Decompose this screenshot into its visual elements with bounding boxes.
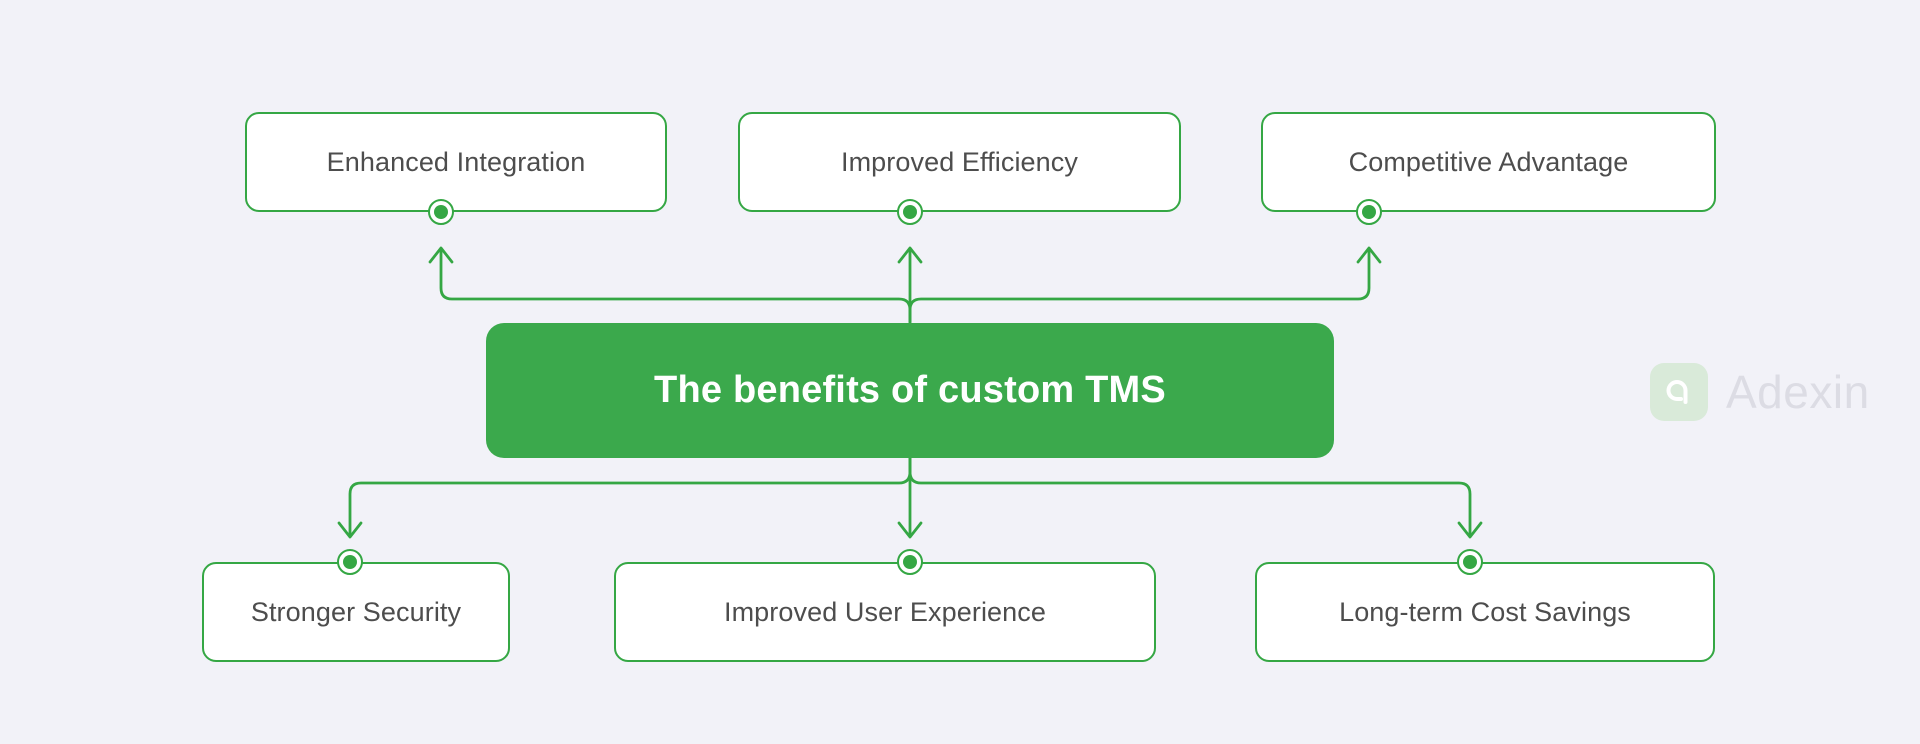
wire-hub-to-longterm-cost-savings: [908, 456, 1472, 538]
arrowhead-up-competitive-advantage: [1356, 246, 1382, 264]
node-label-improved-user-experience: Improved User Experience: [723, 596, 1047, 627]
node-label-stronger-security: Stronger Security: [250, 596, 462, 627]
port-improved-user-experience: [897, 549, 923, 575]
port-competitive-advantage: [1356, 199, 1382, 225]
node-label-improved-efficiency: Improved Efficiency: [840, 146, 1078, 177]
watermark-brand-text: Adexin: [1726, 366, 1870, 418]
arrowhead-down-stronger-security: [337, 521, 363, 539]
hub-label: The benefits of custom TMS: [654, 369, 1166, 411]
adexin-a-logo-icon: [1650, 363, 1708, 421]
node-improved-efficiency[interactable]: Improved Efficiency: [738, 112, 1181, 212]
arrowhead-up-enhanced-integration: [428, 246, 454, 264]
node-competitive-advantage[interactable]: Competitive Advantage: [1261, 112, 1716, 212]
wire-hub-to-enhanced-integration: [439, 247, 912, 324]
hub-node-benefits-of-custom-tms[interactable]: The benefits of custom TMS: [486, 323, 1334, 458]
wire-hub-to-competitive-advantage: [908, 247, 1371, 324]
arrowhead-up-improved-efficiency: [897, 246, 923, 264]
node-label-enhanced-integration: Enhanced Integration: [326, 146, 586, 177]
port-enhanced-integration: [428, 199, 454, 225]
watermark-adexin: Adexin: [1650, 363, 1870, 421]
arrowhead-down-longterm-cost-savings: [1457, 521, 1483, 539]
node-label-competitive-advantage: Competitive Advantage: [1348, 146, 1629, 177]
port-stronger-security: [337, 549, 363, 575]
node-stronger-security[interactable]: Stronger Security: [202, 562, 510, 662]
port-longterm-cost-savings: [1457, 549, 1483, 575]
arrowhead-down-improved-user-experience: [897, 521, 923, 539]
node-label-longterm-cost-savings: Long-term Cost Savings: [1339, 596, 1631, 627]
port-improved-efficiency: [897, 199, 923, 225]
node-longterm-cost-savings[interactable]: Long-term Cost Savings: [1255, 562, 1715, 662]
node-improved-user-experience[interactable]: Improved User Experience: [614, 562, 1156, 662]
node-enhanced-integration[interactable]: Enhanced Integration: [245, 112, 667, 212]
wire-hub-to-stronger-security: [348, 456, 912, 538]
